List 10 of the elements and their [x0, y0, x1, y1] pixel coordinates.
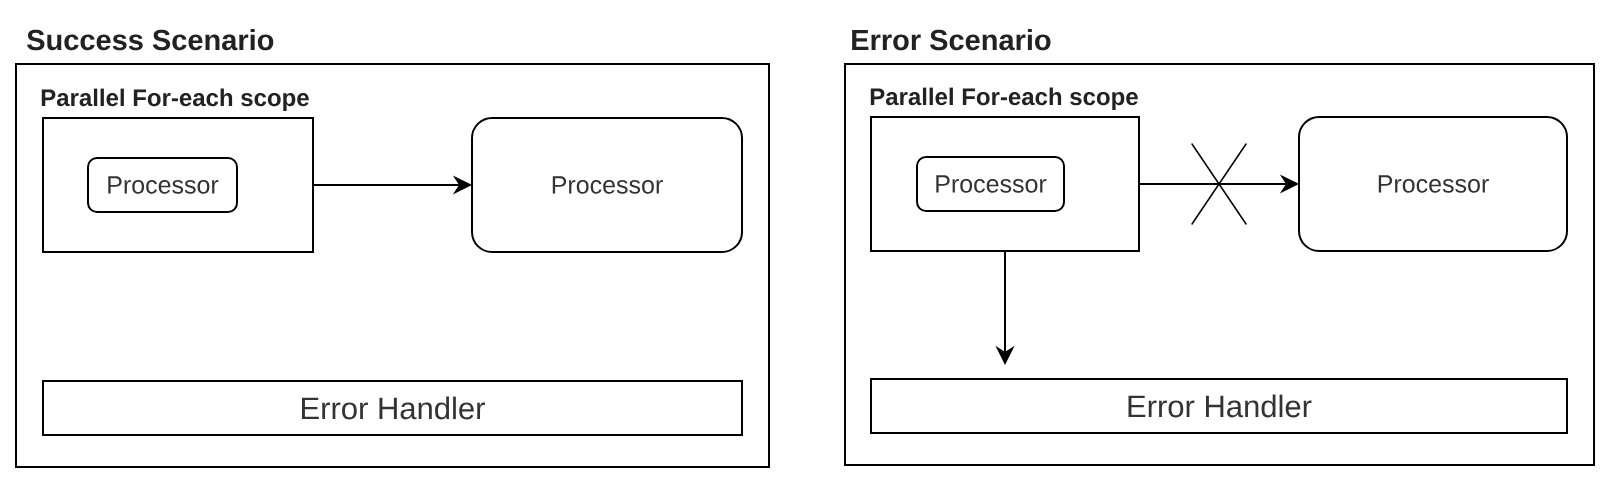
processor-box: Processor — [916, 156, 1065, 212]
handler-box: Error Handler — [870, 378, 1568, 434]
scenario-title: Success Scenario — [27, 29, 274, 51]
processor-box: Processor — [1298, 116, 1568, 252]
scope-label: Parallel For-each scope — [41, 88, 309, 111]
processor-box: Processor — [87, 157, 238, 213]
scenario-title: Error Scenario — [852, 29, 1051, 51]
handler-box: Error Handler — [42, 380, 743, 436]
scope-label: Parallel For-each scope — [870, 87, 1138, 110]
processor-box: Processor — [471, 117, 743, 253]
